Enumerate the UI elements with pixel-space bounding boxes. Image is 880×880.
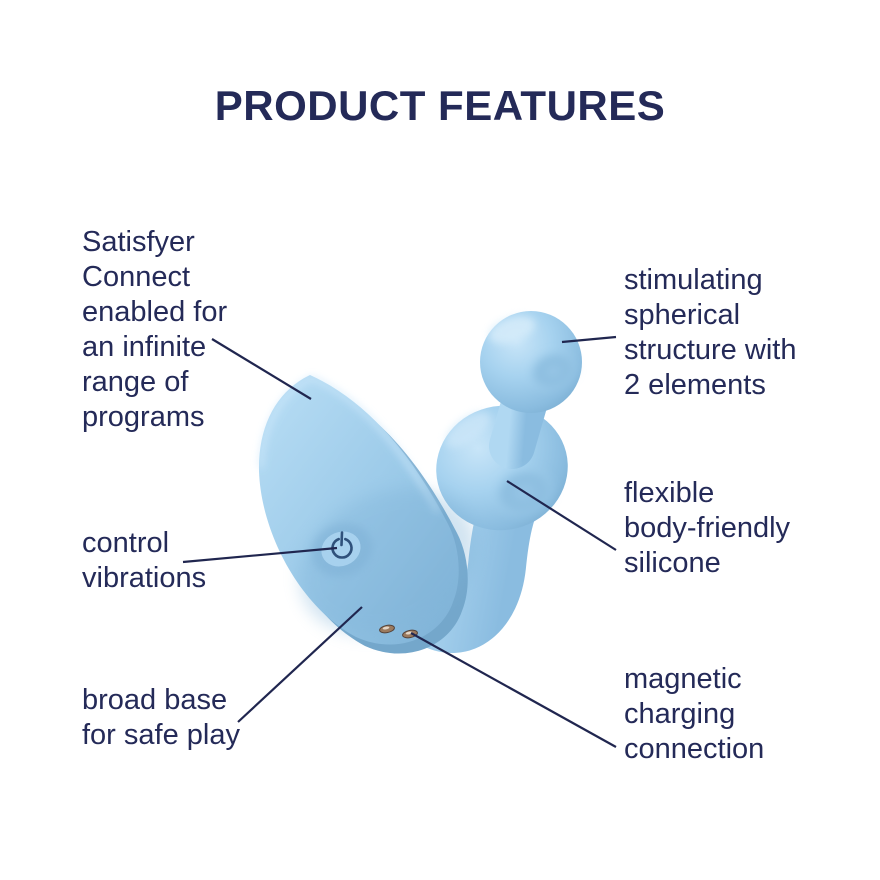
label-satisfyer-connect: Satisfyer Connect enabled for an infinit…: [82, 226, 228, 433]
power-button-face: [321, 531, 361, 567]
label-stimulating-structure: stimulating spherical structure with 2 e…: [624, 264, 797, 401]
label-control-vibrations: control vibrations: [82, 527, 207, 594]
label-flexible-silicone: flexible body-friendly silicone: [624, 477, 791, 579]
callout-line-satisfyer-connect: [211, 338, 312, 400]
upper-sphere-highlight: [488, 316, 536, 344]
page-title: PRODUCT FEATURES: [214, 82, 666, 129]
callout-line-broad-base: [237, 606, 363, 723]
callout-line-stimulating-structure: [561, 335, 617, 344]
base-rim-highlight: [259, 375, 440, 513]
label-broad-base: broad base for safe play: [82, 684, 240, 751]
product-image: [258, 311, 582, 654]
callout-line-control-vibrations: [182, 546, 338, 564]
lower-sphere-highlight: [445, 412, 491, 448]
callout-lines: [182, 335, 617, 748]
upper-sphere-dimple: [526, 349, 580, 393]
power-icon: [331, 531, 353, 559]
charging-pins-icon: [379, 624, 418, 639]
power-button: [311, 523, 373, 577]
label-magnetic-charging: magnetic charging connection: [624, 663, 765, 765]
callout-line-flexible-silicone: [506, 480, 617, 551]
callout-line-magnetic-charging: [410, 632, 617, 748]
